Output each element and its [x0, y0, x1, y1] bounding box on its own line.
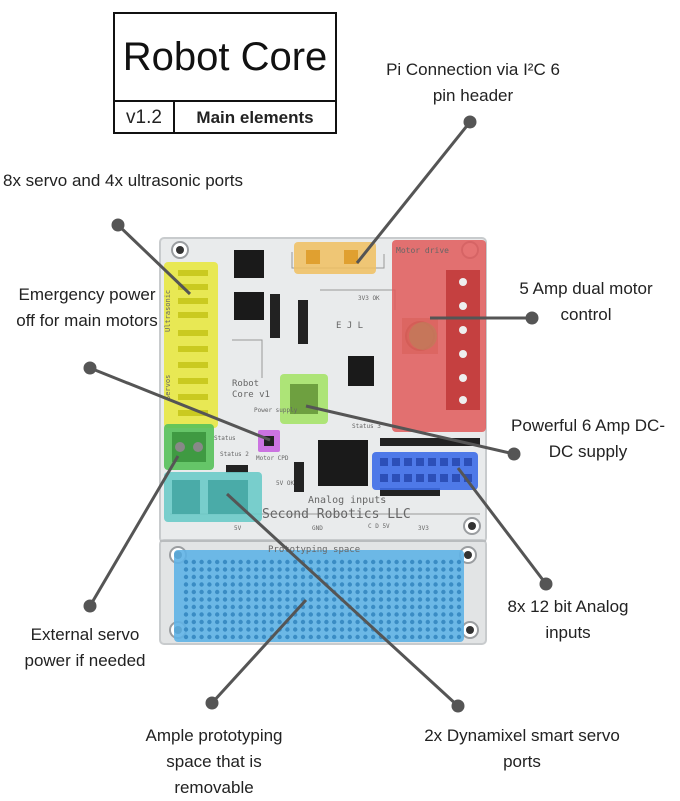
silk-status: Status — [214, 435, 236, 442]
silk-core-v1: Core v1 — [232, 390, 270, 400]
silk-3v3-ok: 3V3 OK — [358, 295, 380, 302]
silk-power-supply: Power supply — [254, 407, 298, 414]
silk-servos: Servos — [164, 375, 172, 400]
ic-mid — [234, 292, 264, 320]
ic-analog — [318, 440, 368, 486]
label-pi-connection: Pi Connection via I²C 6 pin header — [386, 60, 560, 105]
header-small2 — [298, 300, 308, 344]
silk-5v-ok: 5V OK — [276, 480, 294, 487]
silk-robot: Robot — [232, 379, 259, 389]
pins-analog-top — [380, 438, 480, 496]
callout-pointers — [83, 115, 553, 713]
silk-motor-cpd: Motor CPD — [256, 455, 289, 462]
silk-ultrasonic: Ultrasonic — [164, 290, 172, 332]
header-small — [270, 294, 280, 338]
silk-status3: Status 3 — [352, 423, 381, 430]
silk-motor-drive: Motor drive — [396, 246, 449, 255]
header-analog — [294, 462, 304, 492]
version-label: v1.2 — [115, 102, 175, 134]
silk-3v3: 3V3 — [418, 525, 429, 532]
silk-5v: 5V — [234, 525, 242, 532]
header-bottom — [226, 465, 248, 473]
label-dynamixel: 2x Dynamixel smart servo ports — [424, 726, 620, 771]
silk-prototyping: Prototyping space — [268, 545, 360, 555]
label-motor-control: 5 Amp dual motor control — [519, 279, 653, 324]
silk-gnd: GND — [312, 525, 323, 532]
label-ext-servo: External servo power if needed — [24, 625, 146, 670]
board-title: Robot Core — [115, 14, 335, 102]
label-emergency: Emergency power off for main motors — [16, 285, 158, 330]
silk-ejl: E J L — [336, 321, 363, 331]
label-analog: 8x 12 bit Analog inputs — [507, 597, 629, 642]
label-proto-space: Ample prototyping space that is removabl… — [145, 726, 283, 797]
proto-dots — [183, 559, 462, 640]
silk-cd5v: C D 5V — [368, 523, 390, 530]
ic-top — [234, 250, 264, 278]
title-subtitle: Main elements — [196, 108, 314, 127]
highlight-proto-space — [174, 550, 464, 642]
label-dcdc: Powerful 6 Amp DC-DC supply — [511, 416, 665, 461]
silk-analog-inputs: Analog inputs — [308, 495, 386, 506]
silk-company: Second Robotics LLC — [262, 507, 411, 522]
silk-status2: Status 2 — [220, 451, 249, 458]
title-block: Robot Core v1.2 Main elements — [113, 12, 337, 134]
label-servo-ultrasonic: 8x servo and 4x ultrasonic ports — [2, 171, 243, 190]
ic-right — [348, 356, 374, 386]
